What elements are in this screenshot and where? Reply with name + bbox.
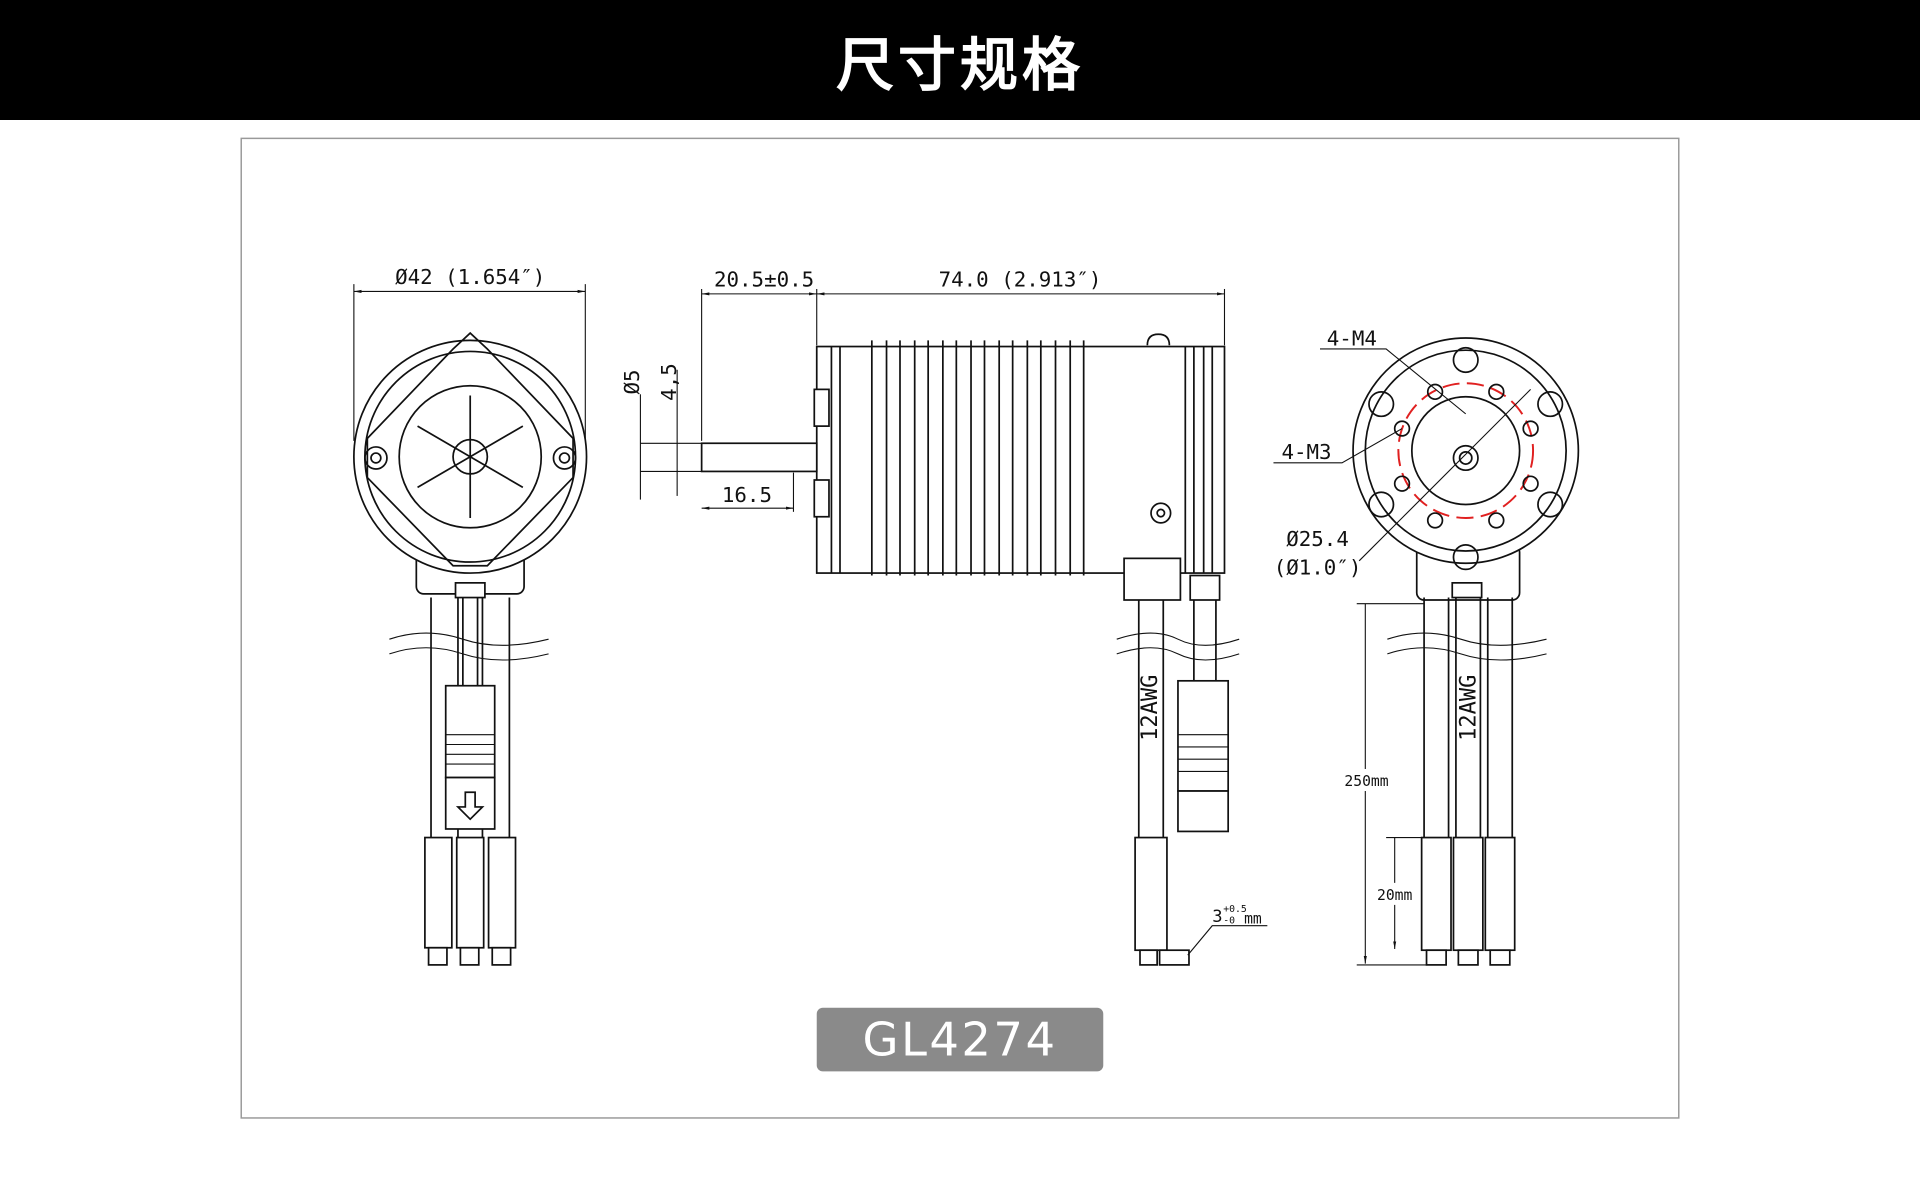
label-bolt-circle: Ø25.4 — [1286, 527, 1349, 551]
bullet-tol-plus: +0.5 — [1223, 904, 1247, 915]
model-label: GL4274 — [862, 1013, 1057, 1067]
label-wire-length: 250mm — [1344, 773, 1388, 790]
wire-gauge-label: 12AWG — [1138, 675, 1163, 741]
arrow-down-icon — [455, 791, 485, 821]
page-title: 尺寸规格 — [835, 31, 1084, 99]
dim-shaft-extension: 20.5±0.5 — [714, 268, 814, 292]
rear-view: 4-M4 4-M3 Ø25.4 (Ø1.0″) 12AWG 250mm 20mm — [1273, 326, 1580, 966]
bullet-size-base: 3 — [1212, 907, 1222, 927]
dim-flat-length: 16.5 — [722, 483, 772, 507]
dim-diameter: Ø42 (1.654″) — [395, 265, 545, 289]
label-4-m3: 4-M3 — [1281, 440, 1331, 464]
side-view: 20.5±0.5 74.0 (2.913″) Ø5 4,5 16.5 12AWG — [620, 268, 1268, 966]
label-tip-length: 20mm — [1377, 887, 1413, 904]
drawing-frame — [240, 137, 1680, 1119]
dim-body-length: 74.0 (2.913″) — [939, 268, 1102, 292]
front-view: Ø42 (1.654″) — [353, 265, 588, 966]
label-4-m4: 4-M4 — [1327, 326, 1377, 350]
dim-shaft-diameter: Ø5 — [620, 370, 644, 395]
bullet-tol-minus: -0 — [1223, 915, 1235, 926]
label-bolt-circle-inch: (Ø1.0″) — [1274, 555, 1362, 579]
header-bar: 尺寸规格 — [0, 0, 1920, 120]
model-badge: GL4274 — [816, 1007, 1104, 1072]
bullet-unit: mm — [1244, 910, 1262, 927]
dim-shaft-flat: 4,5 — [657, 363, 681, 401]
wire-gauge-label-rear: 12AWG — [1457, 675, 1482, 741]
